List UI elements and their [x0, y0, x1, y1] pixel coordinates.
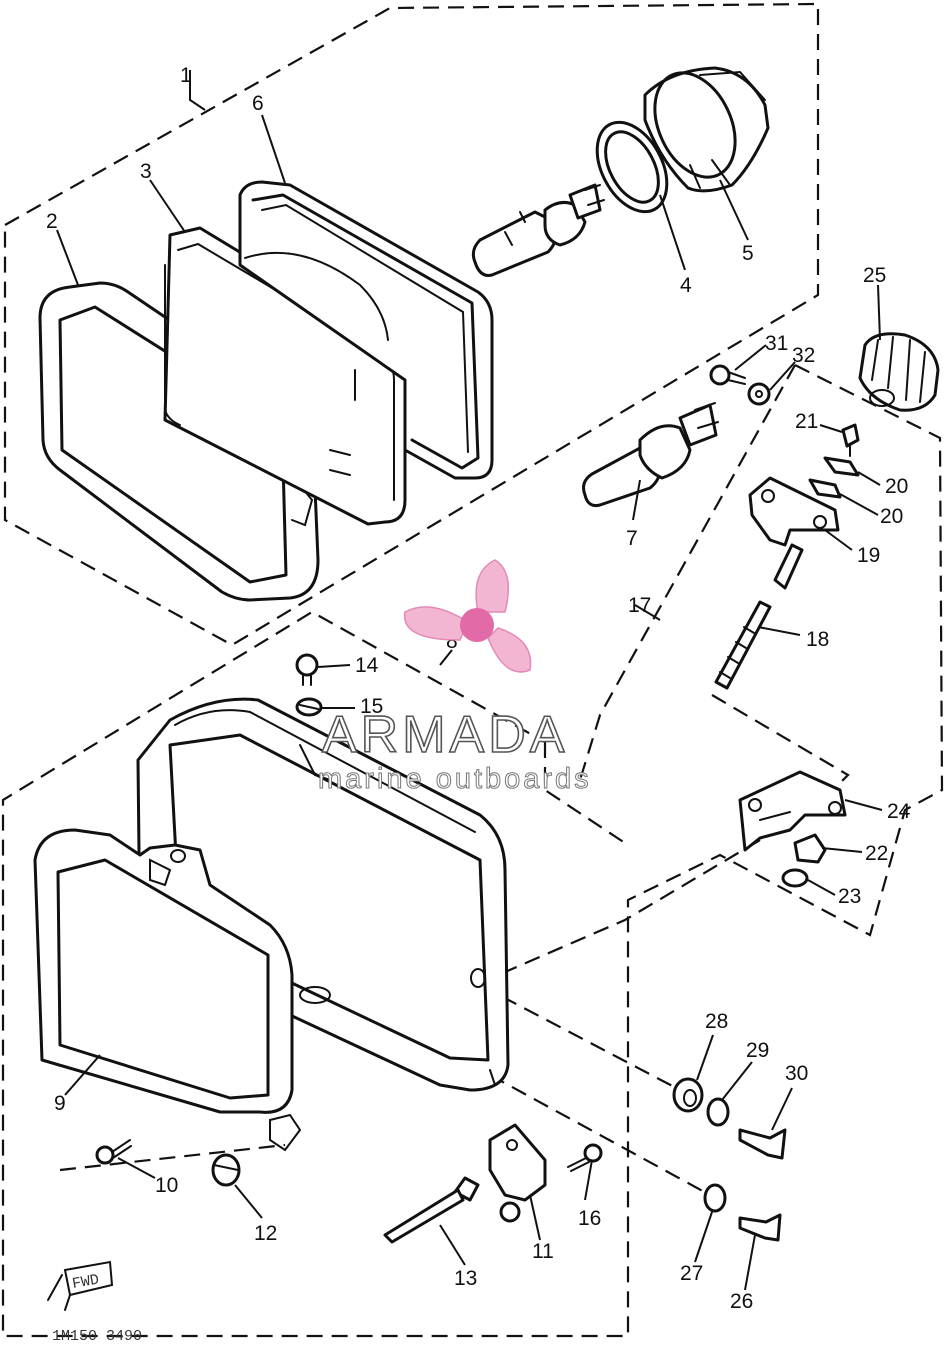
fwd-label: FWD — [71, 1271, 101, 1292]
callout-24: 24 — [887, 800, 911, 823]
mount-bolt-set — [672, 1077, 787, 1160]
callout-3: 3 — [140, 160, 152, 183]
small-screw — [567, 1143, 603, 1172]
watermark-brand: ARMADA — [322, 706, 568, 764]
callout-27: 27 — [680, 1262, 703, 1285]
callout-9: 9 — [54, 1092, 66, 1115]
lower-bolt-and-washer — [703, 1183, 782, 1242]
adjuster-path — [578, 364, 796, 781]
callout-23: 23 — [838, 885, 861, 908]
callout-15: 15 — [360, 695, 383, 718]
callout-12: 12 — [254, 1222, 277, 1245]
headlight-rim — [38, 281, 320, 602]
mount-grommet-and-nut — [781, 833, 827, 888]
headlight-gasket — [238, 180, 494, 480]
armada-propeller-logo — [403, 559, 532, 673]
callout-18: 18 — [806, 628, 829, 651]
callout-5: 5 — [742, 242, 754, 265]
callout-4: 4 — [680, 274, 692, 297]
callout-6: 6 — [252, 92, 264, 115]
bracket-assembly-boundary — [1, 364, 944, 1338]
callout-31: 31 — [765, 332, 788, 355]
callout-10: 10 — [155, 1174, 178, 1197]
callout-16: 16 — [578, 1207, 601, 1230]
bolt-guide-line — [479, 984, 681, 1091]
headlight-bulb — [471, 183, 605, 277]
adjuster-nut-plate — [488, 1123, 547, 1223]
propeller-hub — [460, 608, 494, 642]
callout-8: 8 — [446, 630, 458, 653]
adjuster-pin-and-plates — [808, 423, 860, 499]
drawing-code: 1M150 3490 — [52, 1328, 142, 1345]
lower-bolt-guide — [489, 1074, 711, 1196]
rim-guide-line — [59, 1143, 286, 1172]
callout-32: 32 — [792, 344, 815, 367]
adjuster-bracket — [748, 476, 840, 547]
callout-labels: 1 2 3 6 4 5 7 8 9 10 11 12 13 14 15 16 1… — [46, 64, 911, 1313]
callout-20a: 20 — [885, 475, 908, 498]
callout-22: 22 — [865, 842, 888, 865]
lower-rim — [33, 828, 302, 1152]
forward-direction-marker: FWD — [47, 1260, 114, 1311]
callout-29: 29 — [746, 1039, 769, 1062]
rim-screw — [95, 1139, 132, 1165]
headlight-assembly-boundary — [3, 2, 820, 647]
callout-2: 2 — [46, 210, 58, 233]
callout-7: 7 — [626, 527, 638, 550]
adjuster-screw-and-washer — [709, 364, 771, 406]
adjuster-path-lower — [711, 694, 850, 789]
callout-28: 28 — [705, 1010, 728, 1033]
mount-guide-line — [474, 839, 761, 987]
callout-30: 30 — [785, 1062, 808, 1085]
bulb-retaining-ring — [595, 120, 669, 214]
socket-cover — [643, 66, 770, 193]
propeller-blade-right — [487, 627, 532, 673]
propeller-blade-top — [475, 559, 510, 613]
propeller-blade-left — [403, 606, 469, 641]
replacement-bulb — [582, 402, 719, 507]
callout-26: 26 — [730, 1290, 753, 1313]
callout-19: 19 — [857, 544, 880, 567]
callout-11: 11 — [532, 1240, 554, 1263]
inner-bracket-line — [543, 742, 629, 846]
mount-bracket — [738, 770, 847, 852]
callout-21: 21 — [795, 410, 818, 433]
callout-25: 25 — [863, 264, 886, 287]
callout-13: 13 — [454, 1267, 477, 1290]
long-adjust-bolt — [383, 1176, 480, 1244]
watermark-subtitle: marine outboards — [318, 763, 592, 795]
adjuster-spring-rod — [714, 543, 804, 690]
rubber-grommet — [211, 1153, 241, 1187]
callout-17: 17 — [628, 594, 651, 617]
adjuster-knob — [858, 332, 940, 412]
callout-14: 14 — [355, 654, 379, 677]
callout-20b: 20 — [880, 505, 903, 528]
callout-leaders — [56, 70, 883, 1291]
armada-watermark: ARMADA marine outboards — [318, 559, 592, 796]
housing-screw-and-washer — [295, 653, 323, 717]
callout-1: 1 — [180, 64, 192, 87]
